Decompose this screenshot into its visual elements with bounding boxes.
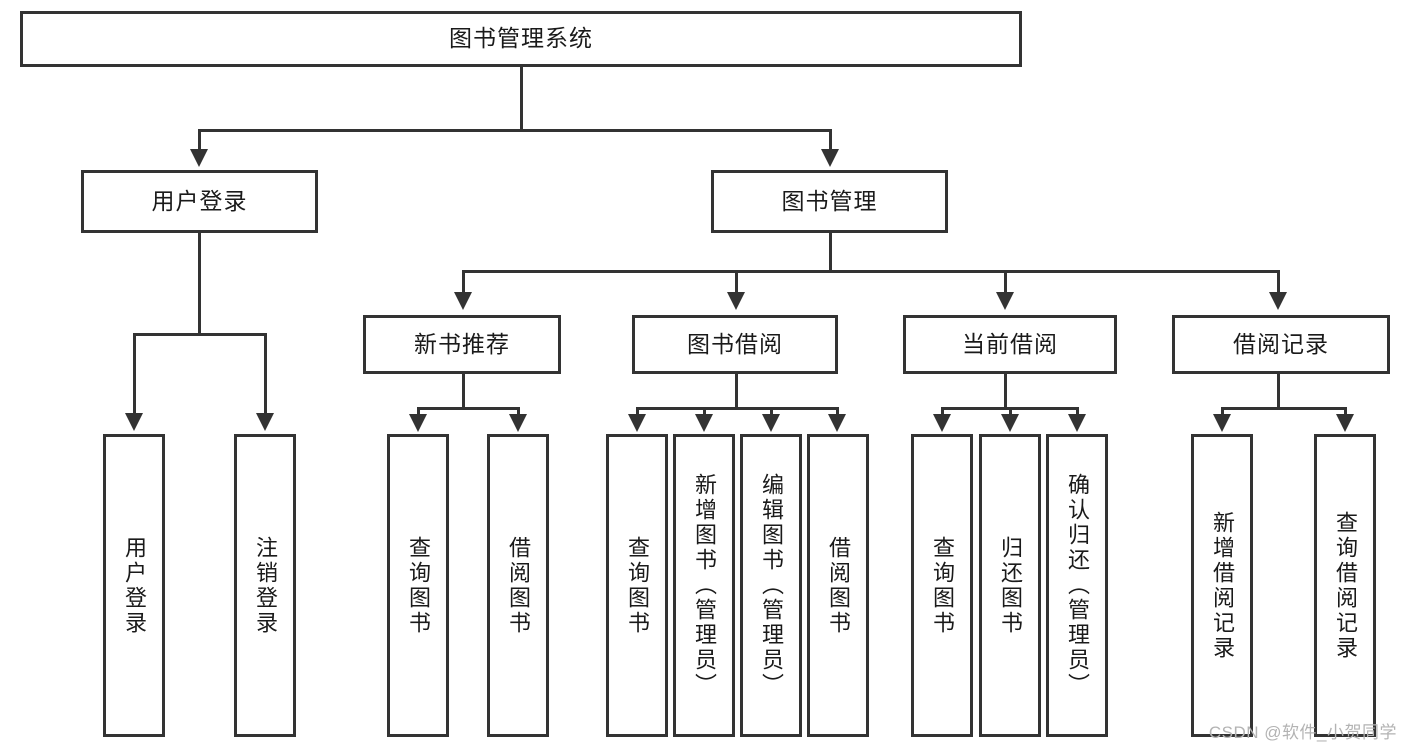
connector-br-child-2 <box>1344 407 1347 419</box>
arrow-to-borrow-record <box>1269 292 1287 310</box>
arrow-nbr-child-2 <box>509 414 527 432</box>
leaf-br-add-record[interactable]: 新增借阅记录 <box>1191 434 1253 737</box>
node-label: 当前借阅 <box>962 330 1058 357</box>
leaf-br-query-record[interactable]: 查询借阅记录 <box>1314 434 1376 737</box>
arrow-cb-child-3 <box>1068 414 1086 432</box>
node-label: 用户登录 <box>122 535 147 636</box>
connector-to-new-book-recommend <box>462 270 465 294</box>
connector-book-management-stem <box>829 233 832 273</box>
leaf-bb-edit-book-admin[interactable]: 编辑图书（管理员） <box>740 434 802 737</box>
arrow-to-book-borrow <box>727 292 745 310</box>
node-label: 借阅记录 <box>1233 330 1329 357</box>
connector-bb-child-1 <box>636 407 639 419</box>
connector-to-user-login <box>198 129 201 151</box>
connector-cb-child-3 <box>1076 407 1079 419</box>
node-borrow-record[interactable]: 借阅记录 <box>1172 315 1390 374</box>
node-label: 用户登录 <box>151 187 248 214</box>
leaf-nbr-borrow-book[interactable]: 借阅图书 <box>487 434 549 737</box>
connector-book-borrow-bus <box>636 407 838 410</box>
connector-cb-child-2 <box>1009 407 1012 419</box>
node-label: 确认归还（管理员） <box>1065 473 1090 698</box>
connector-level1-bus <box>198 129 832 132</box>
node-book-management[interactable]: 图书管理 <box>711 170 948 233</box>
arrow-user-login-child-2 <box>256 413 274 431</box>
node-label: 新增图书（管理员） <box>692 473 717 698</box>
node-label: 借阅图书 <box>826 535 851 636</box>
arrow-to-user-login <box>190 149 208 167</box>
arrow-br-child-1 <box>1213 414 1231 432</box>
connector-bb-child-4 <box>836 407 839 419</box>
leaf-cb-return-book[interactable]: 归还图书 <box>979 434 1041 737</box>
node-label: 编辑图书（管理员） <box>759 473 784 698</box>
node-label: 新增借阅记录 <box>1210 510 1235 661</box>
leaf-nbr-query-book[interactable]: 查询图书 <box>387 434 449 737</box>
leaf-user-login-login[interactable]: 用户登录 <box>103 434 165 737</box>
connector-to-book-borrow <box>735 270 738 294</box>
node-root-book-management-system[interactable]: 图书管理系统 <box>20 11 1022 67</box>
connector-to-book-management <box>829 129 832 151</box>
arrow-bb-child-3 <box>762 414 780 432</box>
connector-to-current-borrow <box>1004 270 1007 294</box>
connector-borrow-record-stem <box>1277 374 1280 407</box>
node-label: 查询图书 <box>406 535 431 636</box>
connector-nbr-child-1 <box>417 407 420 419</box>
arrow-br-child-2 <box>1336 414 1354 432</box>
node-label: 归还图书 <box>998 535 1023 636</box>
connector-user-login-bus <box>133 333 267 336</box>
connector-nbr-child-2 <box>517 407 520 419</box>
node-new-book-recommend[interactable]: 新书推荐 <box>363 315 561 374</box>
connector-new-book-recommend-bus <box>417 407 520 410</box>
node-user-login[interactable]: 用户登录 <box>81 170 318 233</box>
connector-to-borrow-record <box>1277 270 1280 294</box>
arrow-to-current-borrow <box>996 292 1014 310</box>
connector-book-borrow-stem <box>735 374 738 407</box>
connector-borrow-record-bus <box>1221 407 1347 410</box>
arrow-to-book-management <box>821 149 839 167</box>
node-label: 借阅图书 <box>506 535 531 636</box>
node-label: 查询图书 <box>930 535 955 636</box>
csdn-watermark: CSDN @软件_小贺同学 <box>1208 723 1397 742</box>
arrow-bb-child-4 <box>828 414 846 432</box>
node-book-borrow[interactable]: 图书借阅 <box>632 315 838 374</box>
connector-user-login-child-2 <box>264 333 267 415</box>
connector-level2-bus <box>462 270 1280 273</box>
arrow-user-login-child-1 <box>125 413 143 431</box>
leaf-cb-query-book[interactable]: 查询图书 <box>911 434 973 737</box>
leaf-user-login-logout[interactable]: 注销登录 <box>234 434 296 737</box>
node-label: 注销登录 <box>253 535 278 636</box>
node-current-borrow[interactable]: 当前借阅 <box>903 315 1117 374</box>
connector-user-login-stem <box>198 233 201 333</box>
node-label: 查询图书 <box>625 535 650 636</box>
connector-cb-child-1 <box>941 407 944 419</box>
node-label: 图书管理 <box>781 187 878 214</box>
connector-bb-child-2 <box>703 407 706 419</box>
node-label: 图书管理系统 <box>449 25 593 52</box>
leaf-bb-borrow-book[interactable]: 借阅图书 <box>807 434 869 737</box>
arrow-to-new-book-recommend <box>454 292 472 310</box>
leaf-bb-query-book[interactable]: 查询图书 <box>606 434 668 737</box>
node-label: 图书借阅 <box>687 330 783 357</box>
leaf-cb-confirm-return-admin[interactable]: 确认归还（管理员） <box>1046 434 1108 737</box>
connector-root-stem <box>520 67 523 129</box>
arrow-bb-child-1 <box>628 414 646 432</box>
connector-user-login-child-1 <box>133 333 136 415</box>
arrow-nbr-child-1 <box>409 414 427 432</box>
connector-new-book-recommend-stem <box>462 374 465 407</box>
node-label: 新书推荐 <box>414 330 510 357</box>
connector-br-child-1 <box>1221 407 1224 419</box>
arrow-bb-child-2 <box>695 414 713 432</box>
node-label: 查询借阅记录 <box>1333 510 1358 661</box>
arrow-cb-child-1 <box>933 414 951 432</box>
connector-current-borrow-stem <box>1004 374 1007 407</box>
arrow-cb-child-2 <box>1001 414 1019 432</box>
leaf-bb-add-book-admin[interactable]: 新增图书（管理员） <box>673 434 735 737</box>
connector-bb-child-3 <box>770 407 773 419</box>
